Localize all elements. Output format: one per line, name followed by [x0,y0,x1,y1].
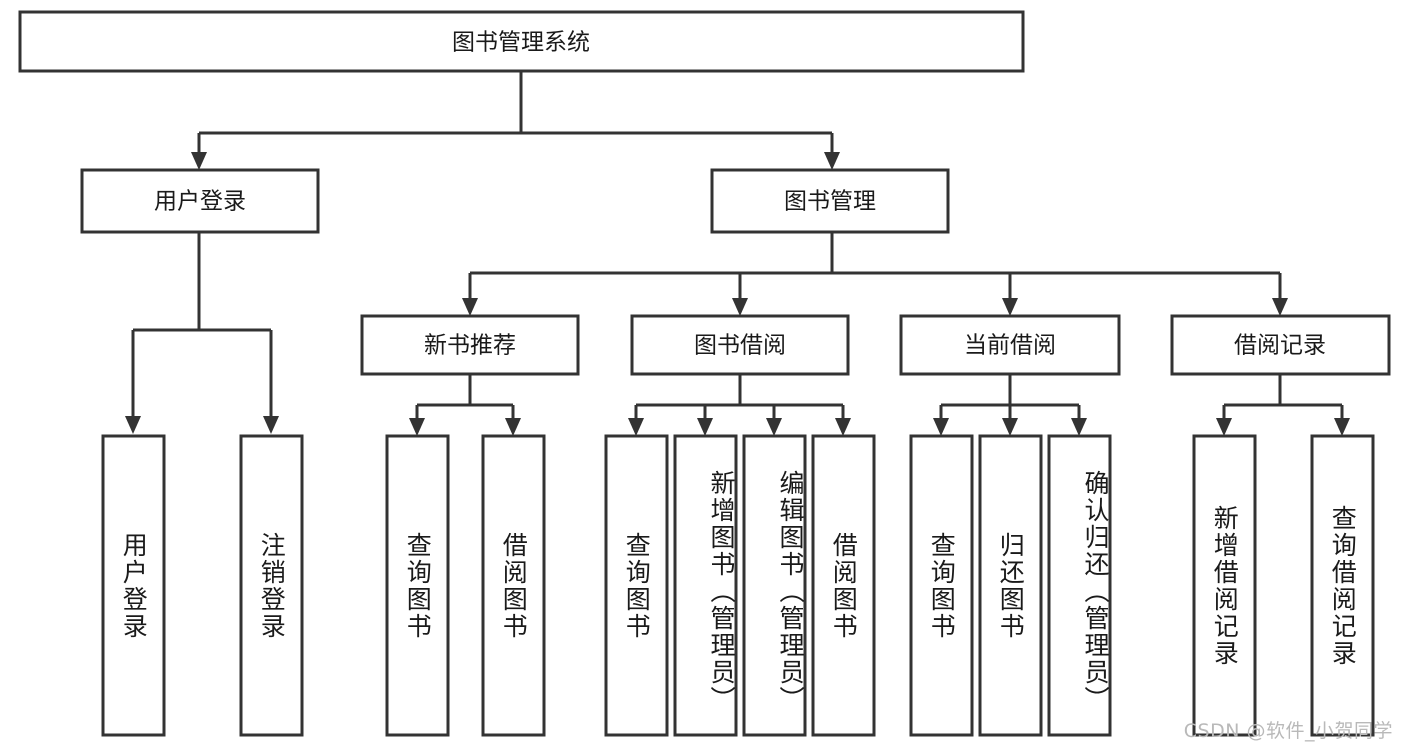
connector-book-borrow-to-leaves [628,374,851,436]
node-new-book-recommend[interactable]: 新书推荐 [360,314,580,376]
node-borrow-record-label: 借阅记录 [1234,333,1326,359]
connector-borrow-record-to-leaves [1216,374,1350,436]
node-book-management[interactable]: 图书管理 [710,168,950,234]
leaf-node-current-return-book[interactable] [978,434,1043,737]
node-book-borrow-label: 图书借阅 [694,333,786,359]
connector-user-login-to-leaves [125,232,279,434]
node-root-book-management-system[interactable]: 图书管理系统 [18,10,1025,73]
leaf-node-new-book-query[interactable] [385,434,450,737]
connector-current-borrow-to-leaves [933,374,1087,436]
csdn-watermark: CSDN @软件_小贺同学 [1183,720,1393,742]
node-borrow-record[interactable]: 借阅记录 [1170,314,1391,376]
leaf-node-new-book-borrow[interactable] [481,434,546,737]
leaf-node-current-query-book[interactable] [909,434,974,737]
leaf-node-borrow-query-book[interactable] [604,434,669,737]
leaf-node-user-login-login[interactable] [101,434,166,737]
connector-new-book-to-leaves [409,374,521,436]
node-book-management-label: 图书管理 [784,189,876,215]
node-user-login[interactable]: 用户登录 [80,168,320,234]
node-root-label: 图书管理系统 [452,30,590,56]
node-new-book-recommend-label: 新书推荐 [424,333,516,359]
node-user-login-label: 用户登录 [154,189,246,215]
connector-book-mgmt-to-level3 [462,232,1288,316]
leaf-node-record-add[interactable] [1192,434,1257,737]
leaf-node-borrow-add-book[interactable] [673,434,738,737]
leaf-node-user-login-logout[interactable] [239,434,304,737]
connector-root-to-level2 [191,71,840,170]
leaf-node-record-query[interactable] [1310,434,1375,737]
leaf-node-current-confirm-return[interactable] [1047,434,1112,737]
node-current-borrow[interactable]: 当前借阅 [899,314,1121,376]
node-book-borrow[interactable]: 图书借阅 [630,314,850,376]
leaf-node-borrow-borrow-book[interactable] [811,434,876,737]
leaf-node-borrow-edit-book[interactable] [742,434,807,737]
node-current-borrow-label: 当前借阅 [964,333,1056,359]
